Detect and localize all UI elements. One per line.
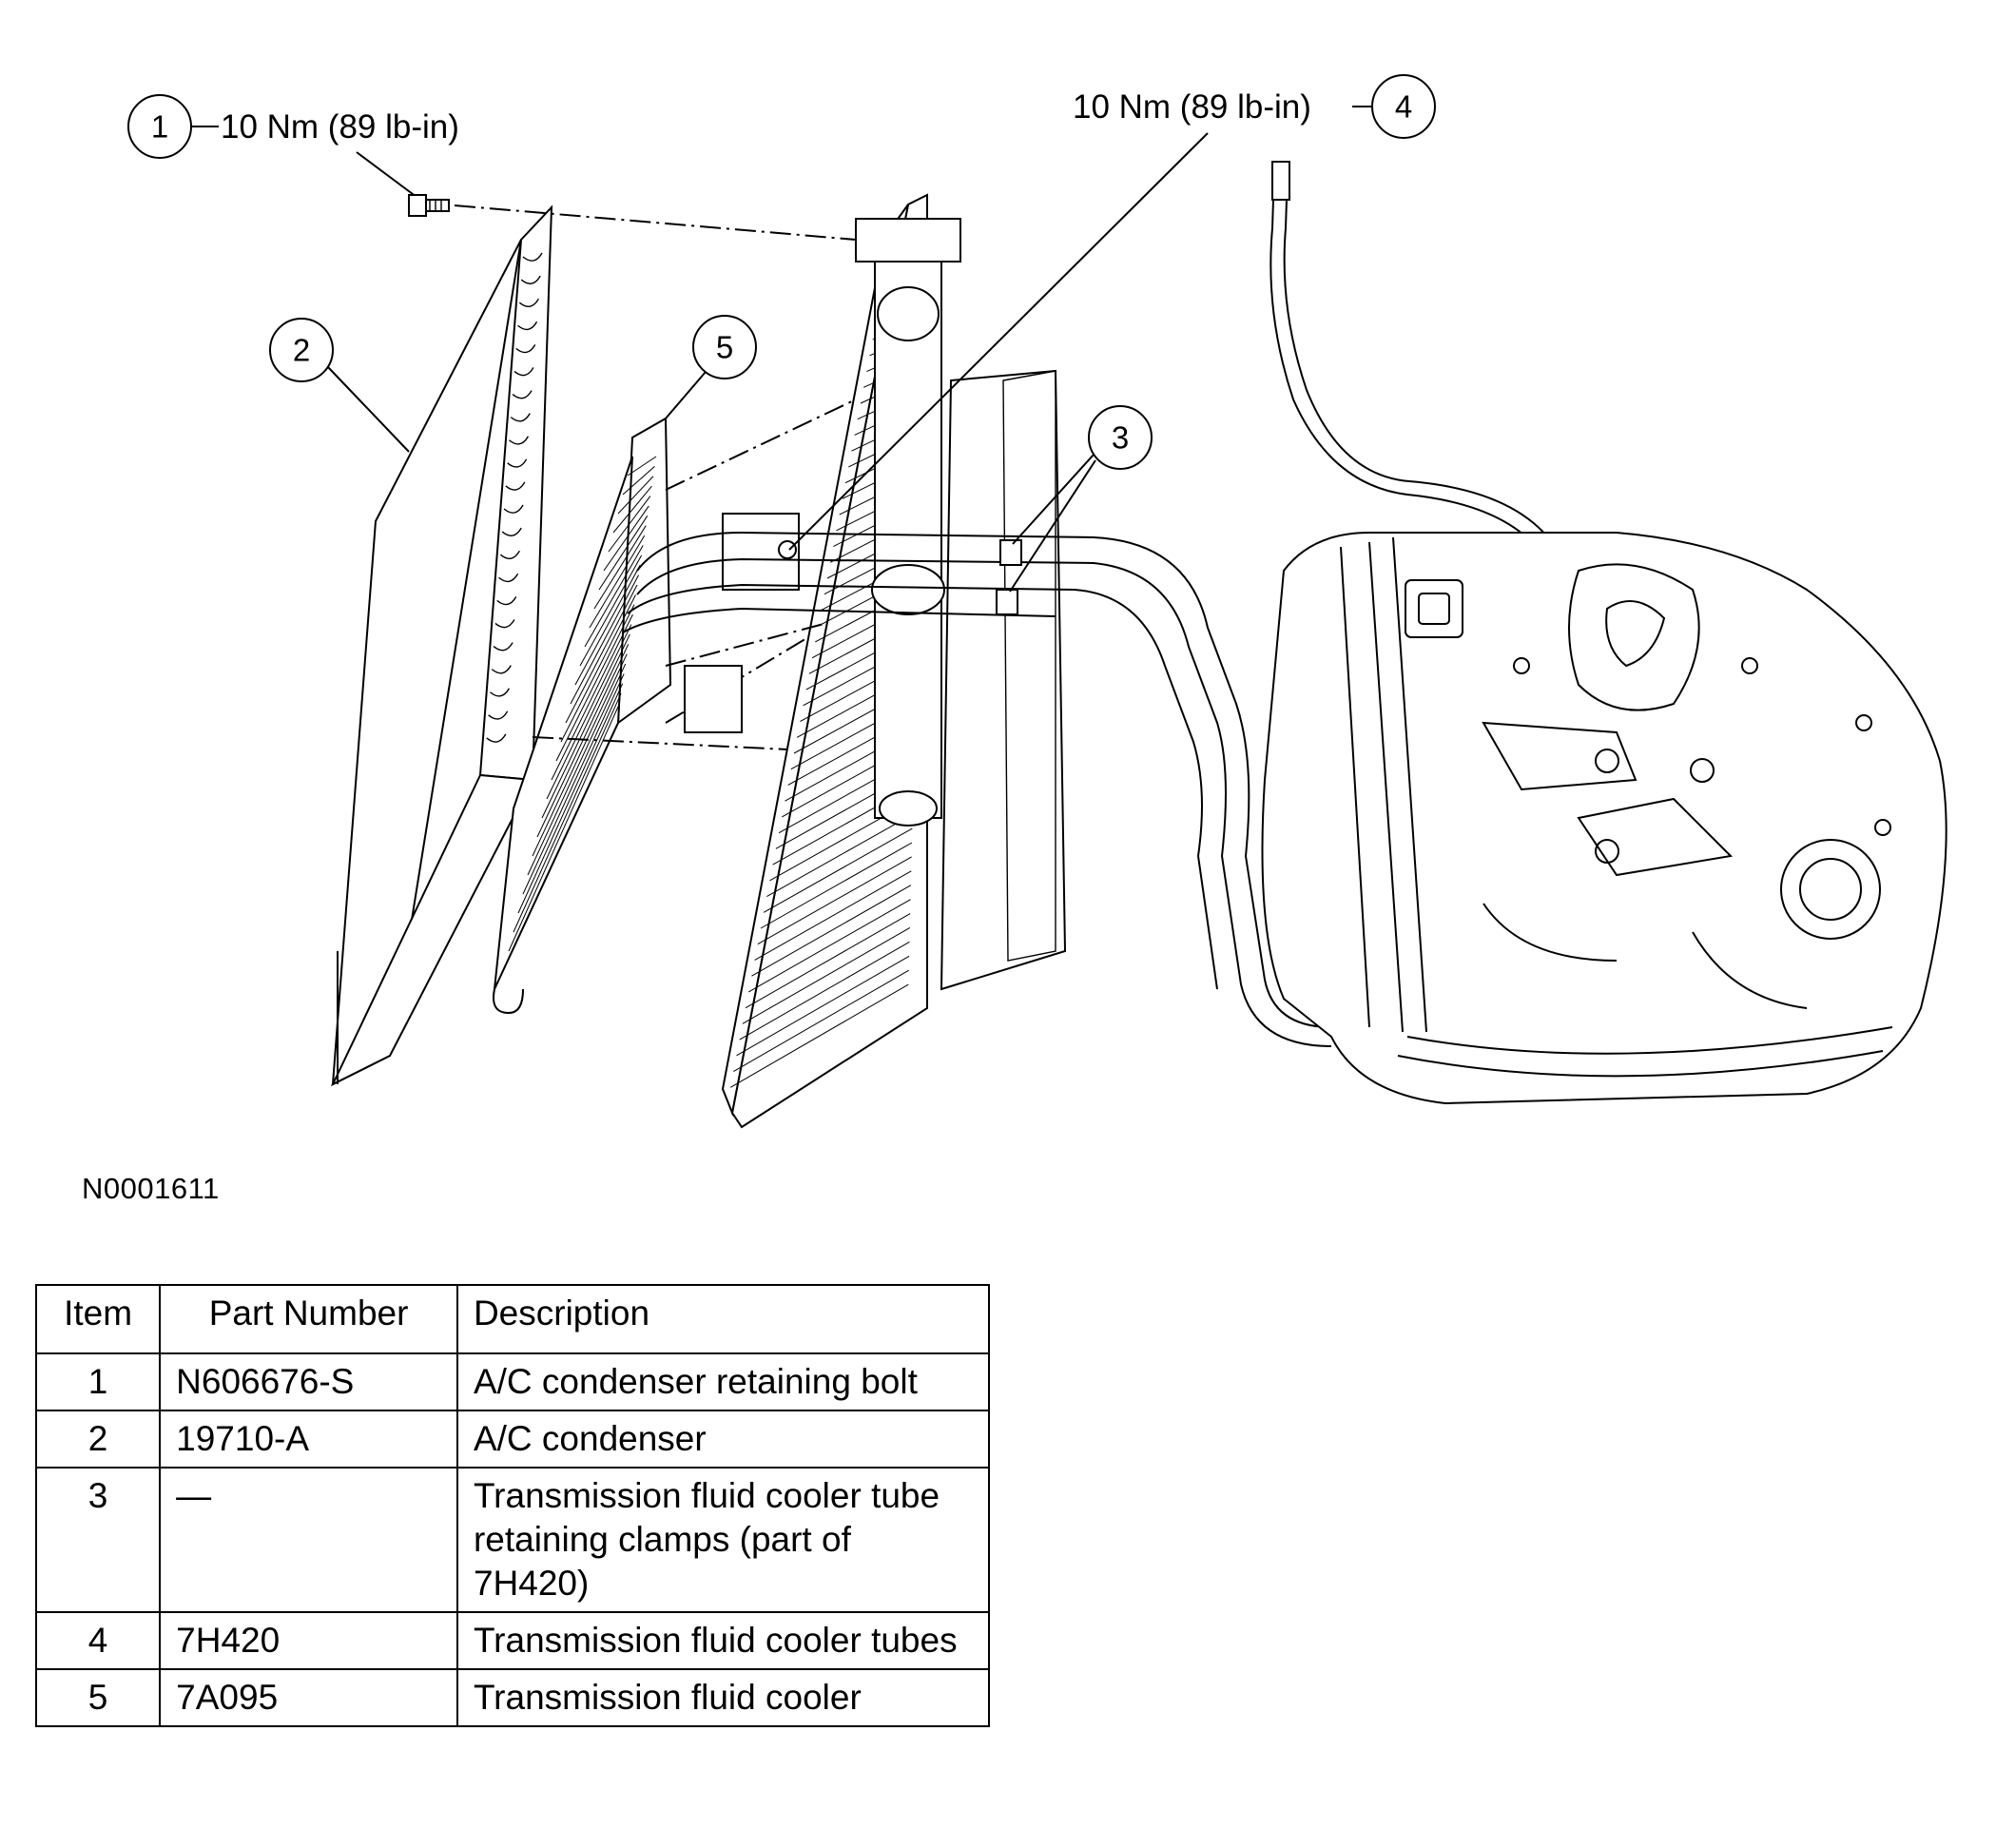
callout-1: 1 10 Nm (89 lb-in) — [127, 94, 459, 201]
callout-5: 5 — [665, 315, 757, 419]
item-cell: 3 — [34, 1467, 162, 1613]
item-cell: 5 — [34, 1668, 162, 1727]
header-item: Item — [34, 1284, 162, 1354]
retaining-bolt-drawing — [408, 194, 450, 217]
table-row: 2 19710-A A/C condenser — [34, 1410, 991, 1469]
table-row: 5 7A095 Transmission fluid cooler — [34, 1668, 991, 1727]
header-description: Description — [455, 1284, 991, 1354]
table-row: 3 — Transmission fluid cooler tube retai… — [34, 1467, 991, 1613]
transmission-fluid-cooler-drawing — [493, 417, 672, 1015]
part-number-cell: 7H420 — [159, 1611, 458, 1670]
item-cell: 4 — [34, 1611, 162, 1670]
transaxle-drawing — [1261, 532, 1948, 1105]
ac-condenser-drawing — [330, 204, 553, 1087]
part-number-cell: 19710-A — [159, 1410, 458, 1469]
callout-1-torque: 10 Nm (89 lb-in) — [221, 108, 459, 146]
table-header-row: Item Part Number Description — [34, 1284, 991, 1354]
description-cell: Transmission fluid cooler tubes — [455, 1611, 991, 1670]
description-cell: Transmission fluid cooler tube retaining… — [455, 1467, 991, 1613]
callout-5-number: 5 — [716, 330, 733, 365]
item-cell: 2 — [34, 1410, 162, 1469]
callout-2-number: 2 — [293, 333, 310, 368]
callout-3: 3 — [1009, 405, 1153, 593]
callout-4-number: 4 — [1395, 89, 1412, 125]
callout-4: 10 Nm (89 lb-in) 4 — [788, 74, 1436, 551]
item-cell: 1 — [34, 1352, 162, 1411]
part-number-cell: 7A095 — [159, 1668, 458, 1727]
radiator-drawing — [684, 193, 1067, 1129]
description-cell: Transmission fluid cooler — [455, 1668, 991, 1727]
header-part-number: Part Number — [159, 1284, 458, 1354]
figure-id: N0001611 — [82, 1172, 220, 1205]
part-number-cell: N606676-S — [159, 1352, 458, 1411]
table-row: 1 N606676-S A/C condenser retaining bolt — [34, 1352, 991, 1411]
description-cell: A/C condenser — [455, 1410, 991, 1469]
callout-3-number: 3 — [1112, 420, 1129, 456]
cooler-tubes-drawing — [622, 161, 1553, 1047]
table-row: 4 7H420 Transmission fluid cooler tubes — [34, 1611, 991, 1670]
callout-4-torque: 10 Nm (89 lb-in) — [1073, 88, 1311, 126]
callout-1-number: 1 — [151, 109, 168, 145]
parts-table: Item Part Number Description 1 N606676-S… — [34, 1284, 991, 1727]
description-cell: A/C condenser retaining bolt — [455, 1352, 991, 1411]
part-number-cell: — — [159, 1467, 458, 1613]
callout-2: 2 — [269, 318, 410, 453]
